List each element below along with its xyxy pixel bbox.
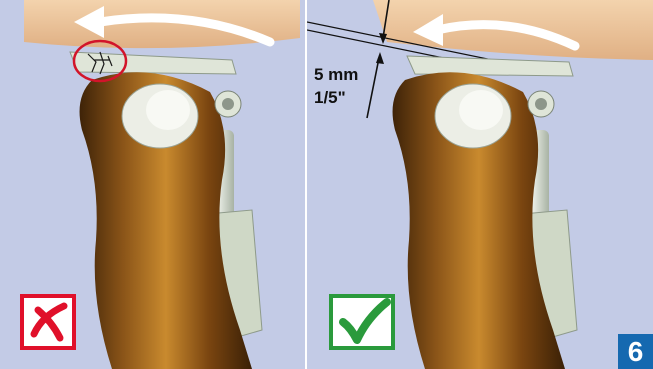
adjustment-knob-highlight	[459, 90, 503, 130]
knee-top-plate	[70, 52, 236, 74]
figure-number-badge: 6	[618, 334, 653, 369]
measure-arrow-bottom	[367, 58, 379, 118]
panel-correct	[307, 0, 653, 369]
panel-incorrect-drawing	[0, 0, 305, 369]
knee-top-plate	[407, 56, 573, 76]
gap-measurement-label: 5 mm 1/5"	[314, 63, 358, 109]
adjustment-knob-highlight	[146, 90, 190, 130]
panel-incorrect	[0, 0, 305, 369]
pivot-bolt-center	[222, 98, 234, 110]
panel-correct-drawing	[307, 0, 653, 369]
gap-metric: 5 mm	[314, 63, 358, 86]
pivot-bolt-center	[535, 98, 547, 110]
gap-imperial: 1/5"	[314, 86, 358, 109]
measure-arrow-bottom-head	[376, 52, 384, 64]
